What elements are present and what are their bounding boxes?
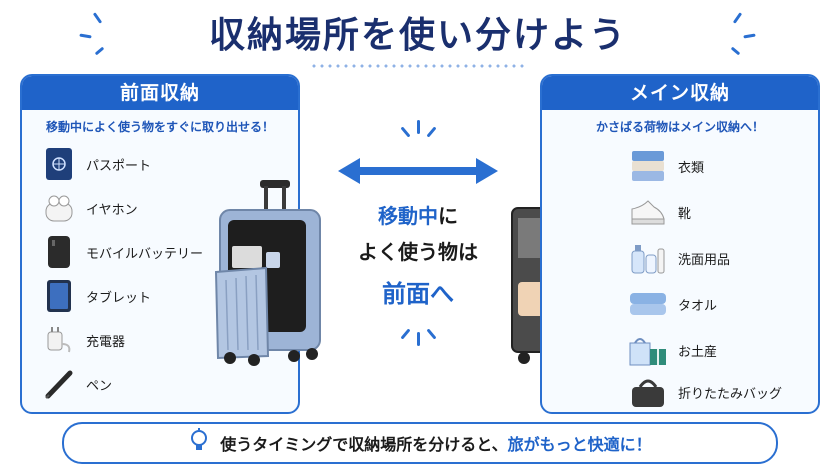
list-item: 折りたたみバッグ: [628, 374, 782, 410]
item-label: タオル: [678, 298, 718, 314]
center-caption-line3: 前面へ: [382, 280, 454, 308]
list-item: お土産: [628, 332, 717, 368]
list-item: パスポート: [42, 146, 151, 182]
list-item: ペン: [42, 366, 112, 402]
list-item: タブレット: [42, 278, 151, 314]
main-storage-panel: メイン収納 かさばる荷物はメイン収納へ！ 衣類 靴 洗面用品 タオル お土産: [540, 74, 820, 414]
list-item: 衣類: [628, 148, 704, 184]
tablet-icon: [42, 279, 76, 313]
item-label: モバイルバッテリー: [86, 246, 204, 262]
item-label: イヤホン: [86, 202, 138, 218]
toiletries-icon: [628, 241, 668, 275]
page-title: 収納場所を使い分けよう: [208, 15, 627, 56]
item-label: 折りたたみバッグ: [678, 386, 783, 402]
folding-bag-icon: [628, 375, 668, 409]
center-caption-line2: よく使う物は: [358, 240, 478, 264]
title-divider: [310, 64, 526, 68]
souvenir-icon: [628, 333, 668, 367]
list-item: モバイルバッテリー: [42, 234, 203, 270]
front-storage-header: 前面収納: [22, 76, 298, 110]
list-item: 靴: [628, 194, 691, 230]
item-label: お土産: [678, 344, 718, 360]
item-label: 洗面用品: [678, 252, 731, 268]
double-arrow-icon: [338, 156, 498, 190]
item-label: パスポート: [86, 158, 152, 174]
list-item: 洗面用品: [628, 240, 730, 276]
lightbulb-icon: [188, 428, 210, 458]
center-caption-line1: 移動中に: [378, 204, 458, 228]
bottom-tip-banner: 使うタイミングで収納場所を分けると、旅がもっと快適に！: [62, 422, 778, 464]
item-label: 靴: [678, 206, 692, 222]
list-item: イヤホン: [42, 190, 138, 226]
front-storage-subtitle: 移動中によく使う物をすぐに取り出せる！: [45, 120, 274, 134]
main-storage-header: メイン収納: [542, 76, 818, 110]
towel-icon: [628, 287, 668, 321]
item-label: ペン: [86, 378, 113, 394]
battery-icon: [42, 235, 76, 269]
item-label: 充電器: [86, 334, 126, 350]
front-open-suitcase-illustration: [208, 180, 332, 370]
pen-icon: [42, 367, 76, 401]
bottom-tip-text: 使うタイミングで収納場所を分けると、旅がもっと快適に！: [220, 435, 652, 454]
main-storage-subtitle: かさばる荷物はメイン収納へ！: [595, 120, 764, 134]
clothes-icon: [628, 149, 668, 183]
item-label: 衣類: [678, 160, 705, 176]
item-label: タブレット: [86, 290, 152, 306]
shoes-icon: [628, 195, 668, 229]
charger-icon: [42, 323, 76, 357]
list-item: タオル: [628, 286, 717, 322]
passport-icon: [42, 147, 76, 181]
list-item: 充電器: [42, 322, 125, 358]
earphones-icon: [42, 191, 76, 225]
